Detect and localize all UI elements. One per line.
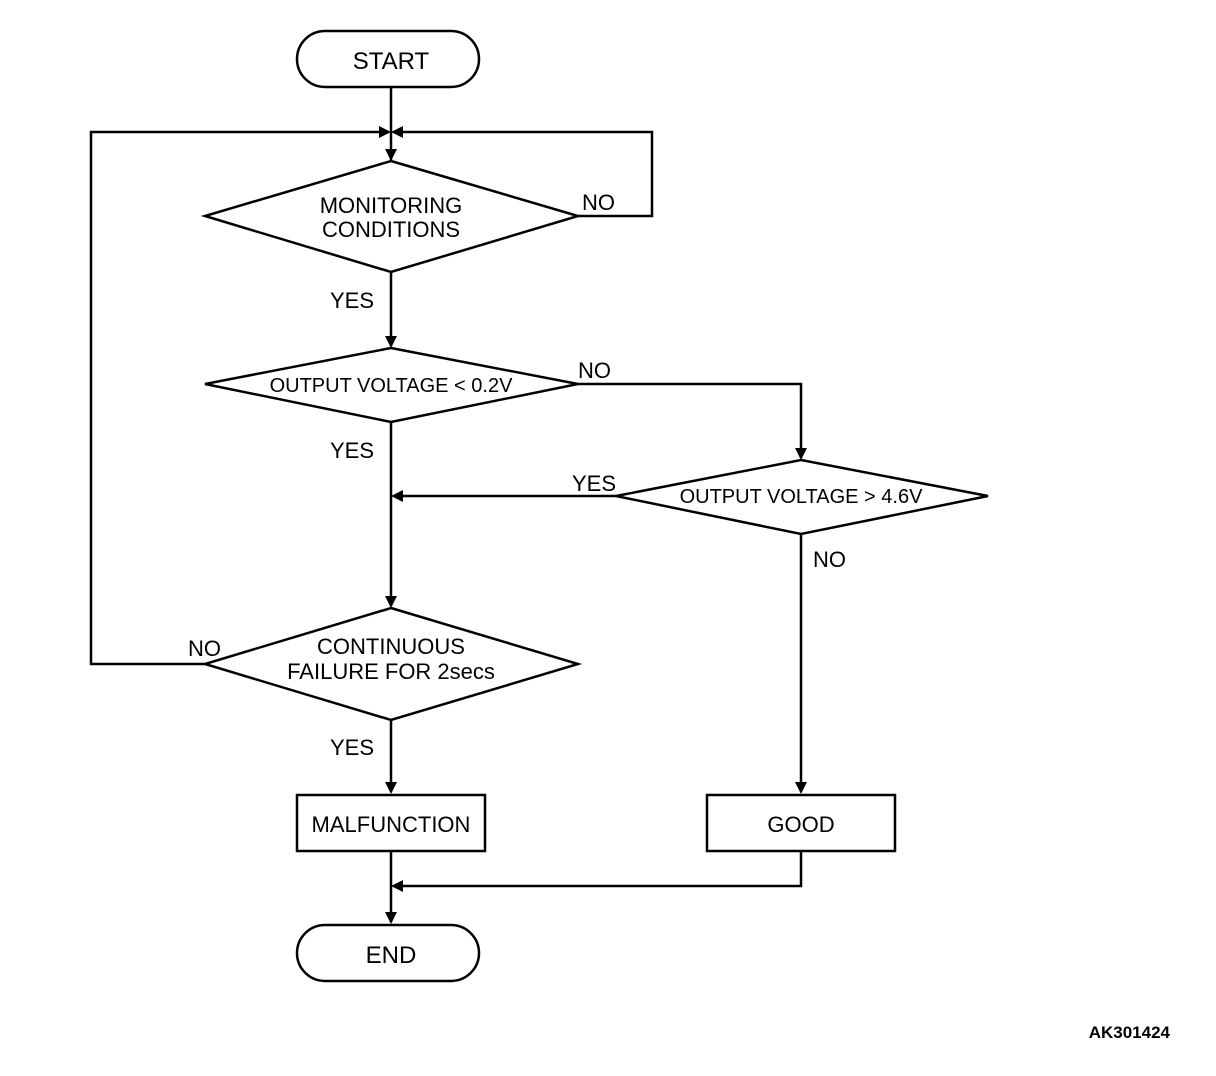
decision-output-voltage-low [204, 346, 579, 424]
end-label: END [366, 942, 417, 969]
monitoring-no-label: NO [582, 190, 615, 215]
arrowhead [385, 149, 397, 161]
low-yes-label: YES [330, 438, 374, 463]
continuous-yes-label: YES [330, 735, 374, 760]
connector-low-no [578, 382, 803, 458]
arrowhead [385, 912, 397, 924]
low-no-label: NO [578, 358, 611, 383]
process-malfunction [295, 793, 487, 853]
end-terminal [295, 923, 481, 983]
arrowhead [385, 336, 397, 348]
process-good [705, 793, 897, 853]
arrowhead [385, 596, 397, 608]
malfunction-label: MALFUNCTION [312, 812, 471, 837]
decision-continuous-failure [200, 606, 583, 722]
start-terminal [295, 29, 481, 89]
connector-continuous-no [89, 130, 384, 666]
arrowhead [385, 782, 397, 794]
high-voltage-label: OUTPUT VOLTAGE > 4.6V [680, 486, 924, 508]
arrowhead [391, 126, 403, 138]
connector-monitoring-no [398, 130, 654, 218]
decision-monitoring-conditions [200, 159, 583, 274]
arrowhead [795, 448, 807, 460]
continuous-label-line1: CONTINUOUS [317, 634, 465, 659]
monitoring-label-line1: MONITORING [320, 193, 463, 218]
high-no-label: NO [813, 547, 846, 572]
monitoring-yes-label: YES [330, 288, 374, 313]
continuous-no-label: NO [188, 636, 221, 661]
continuous-label-line2: FAILURE FOR 2secs [287, 659, 495, 684]
arrowhead [379, 126, 391, 138]
decision-output-voltage-high [615, 458, 989, 536]
connector-good-end [398, 852, 803, 888]
arrowhead [391, 490, 403, 502]
start-label: START [353, 48, 430, 75]
good-label: GOOD [767, 812, 834, 837]
low-voltage-label: OUTPUT VOLTAGE < 0.2V [270, 375, 514, 397]
arrowhead [795, 782, 807, 794]
arrowhead [391, 880, 403, 892]
high-yes-label: YES [572, 471, 616, 496]
figure-code: AK301424 [1089, 1023, 1171, 1042]
monitoring-label-line2: CONDITIONS [322, 217, 460, 242]
